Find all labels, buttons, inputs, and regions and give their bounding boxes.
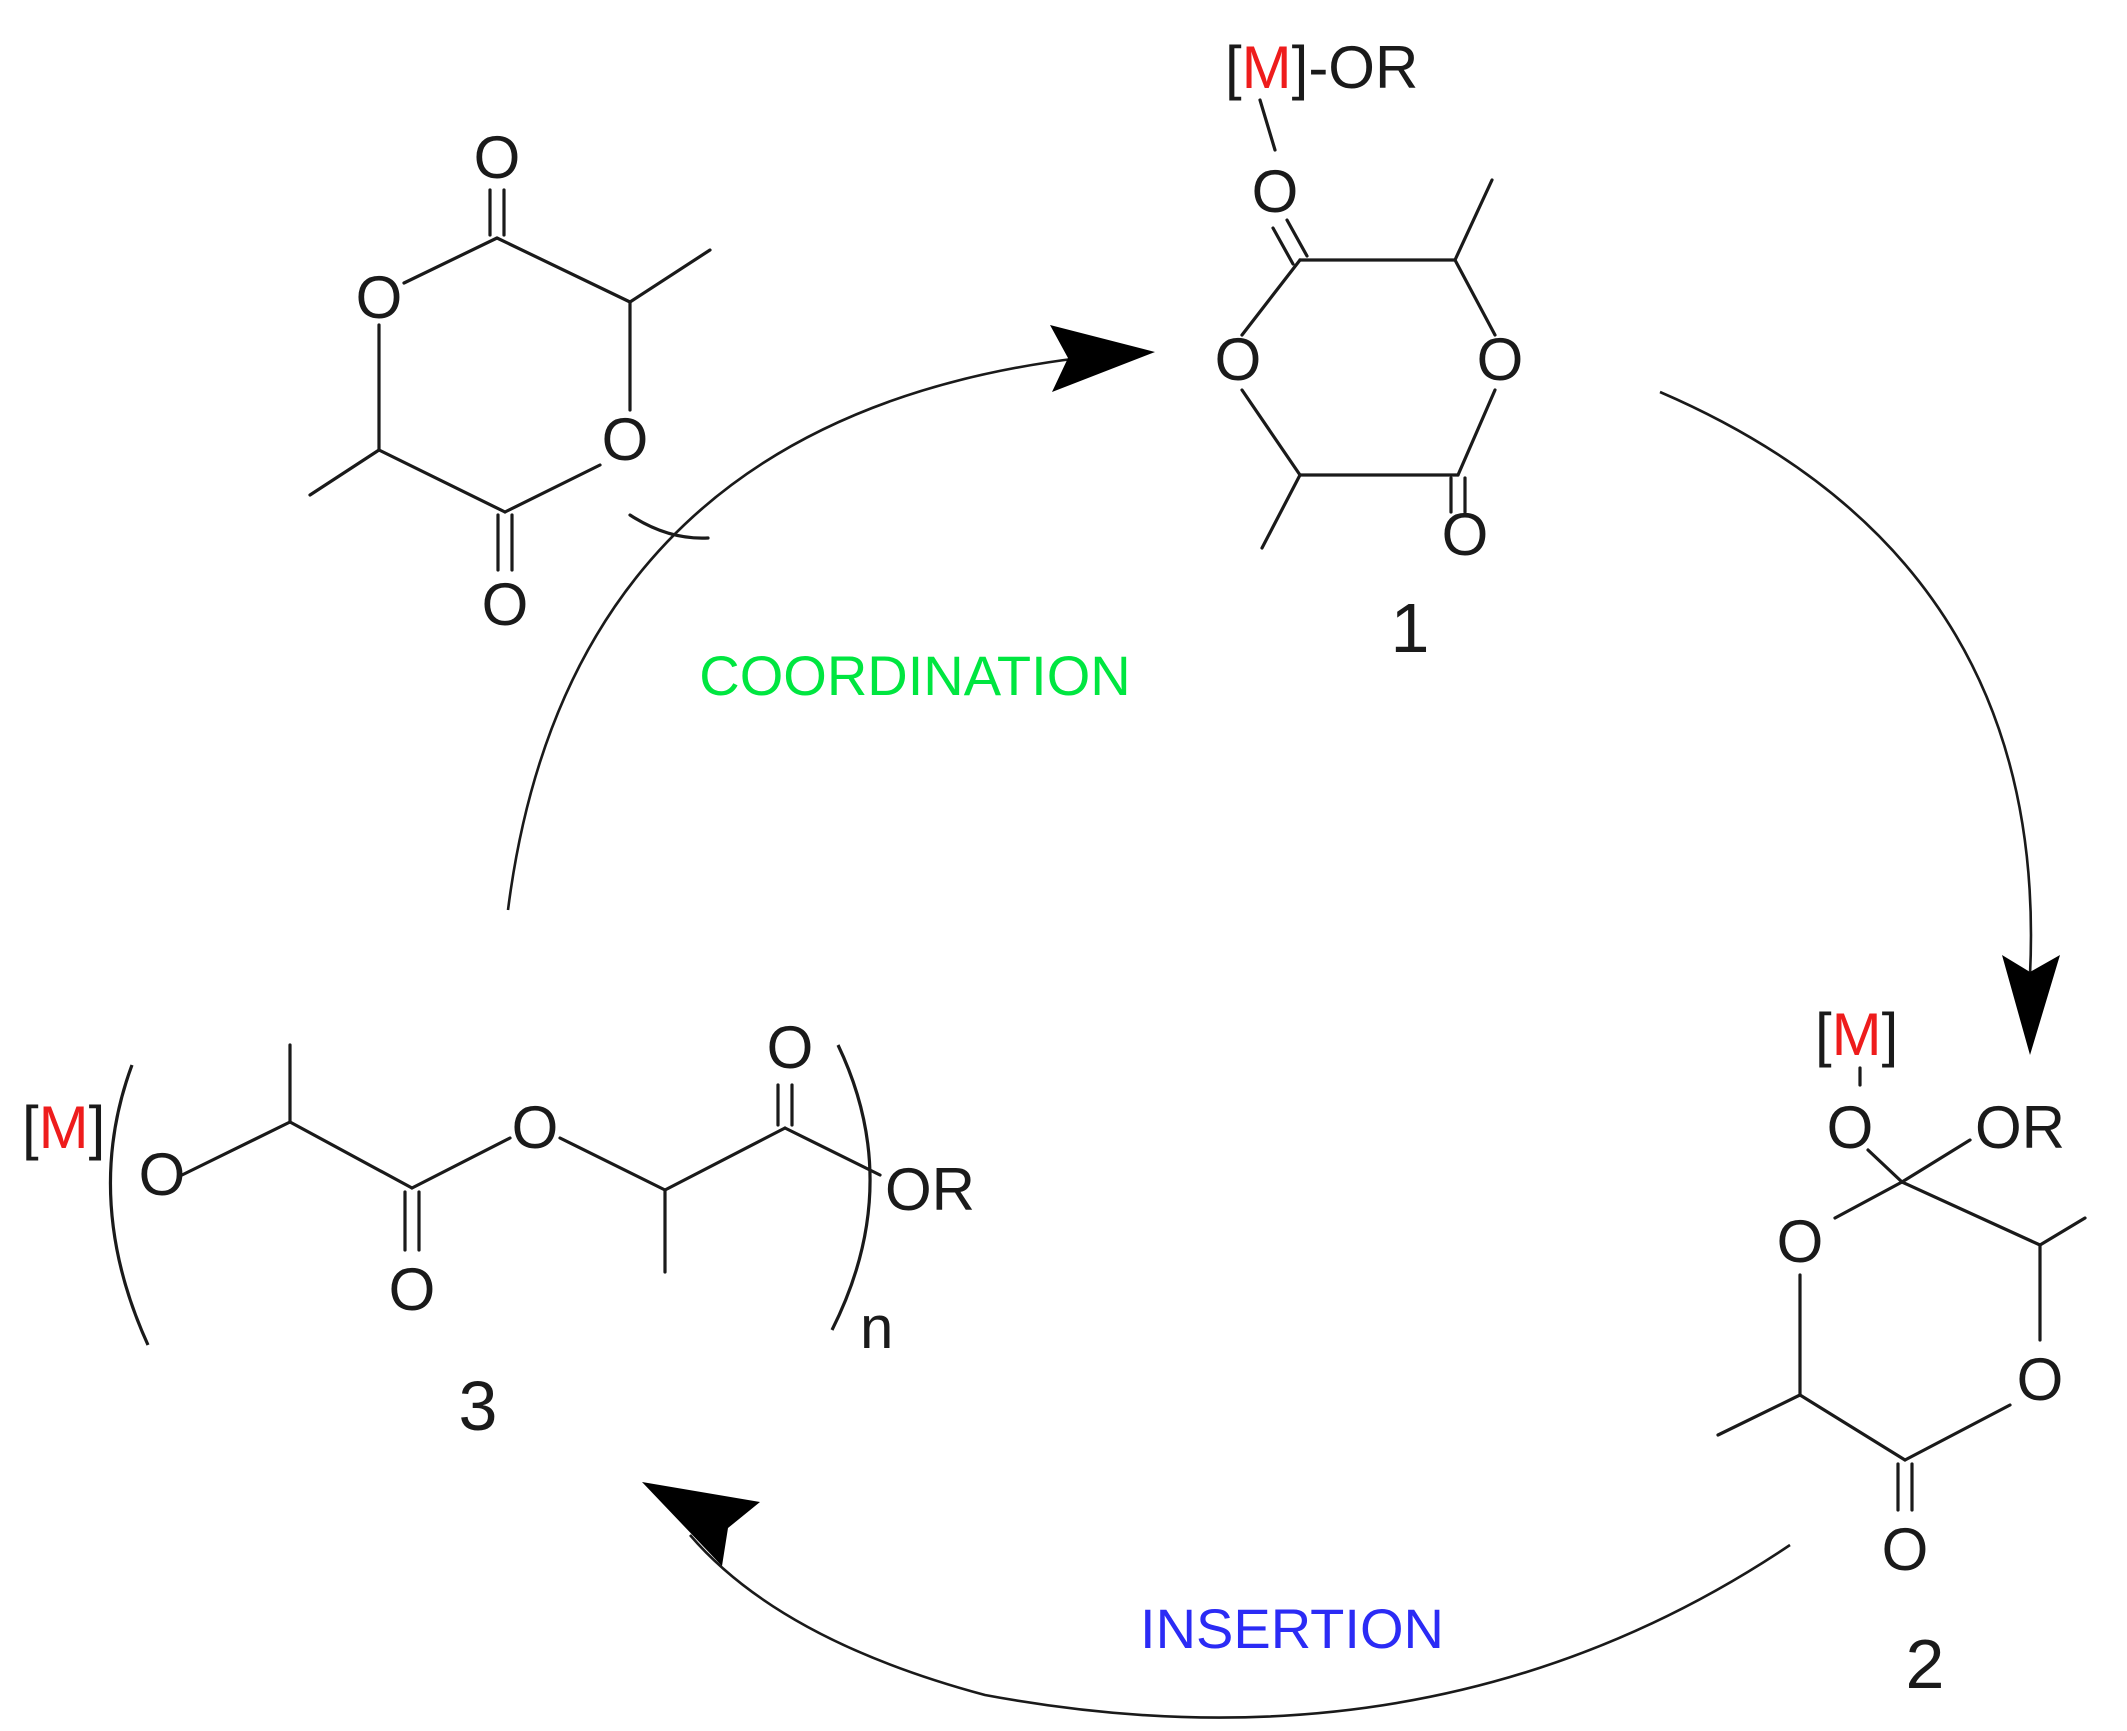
- coordination-arrow: [506, 325, 1155, 911]
- lactide-carbonyl-oxygen-bottom: O: [482, 571, 529, 638]
- coordination-arrowhead: [1050, 325, 1155, 392]
- insertion-step-arrow: [1659, 390, 2060, 1055]
- compound-2-carbonyl-oxygen: O: [1882, 1516, 1929, 1583]
- compound-3-ester-oxygen: O: [512, 1094, 559, 1161]
- compound-1-metal-label: [M]-OR: [1225, 34, 1418, 101]
- compound-2-or-group: OR: [1975, 1094, 2065, 1161]
- compound-1-ring-oxygen-left: O: [1215, 326, 1262, 393]
- compound-3-close-parenthesis: [830, 1044, 872, 1331]
- compound-1-carbonyl-oxygen: O: [1442, 501, 1489, 568]
- compound-3-structure: [M] O O O O OR n: [22, 1014, 975, 1361]
- compound-3-or-group: OR: [885, 1156, 975, 1223]
- insertion-step-arrowhead: [2002, 955, 2060, 1055]
- compound-2-ring-oxygen-left: O: [1777, 1208, 1824, 1275]
- return-arrow: [642, 1482, 1791, 1719]
- lactide-ring-oxygen-left: O: [356, 264, 403, 331]
- lactide-monomer: O O O O: [308, 124, 712, 638]
- compound-3-metal-label: [M]: [22, 1094, 105, 1161]
- compound-2-label: 2: [1906, 1625, 1945, 1703]
- compound-1-coordinated-oxygen: O: [1252, 158, 1299, 225]
- compound-3-carbonyl-oxygen-2: O: [767, 1014, 814, 1081]
- return-arrowhead: [642, 1482, 760, 1566]
- compound-2-metal-oxygen: O: [1827, 1094, 1874, 1161]
- compound-2-structure: [M] O OR O O O: [1716, 1001, 2087, 1583]
- compound-3-label: 3: [459, 1367, 498, 1445]
- compound-1-ring-oxygen-right: O: [1477, 326, 1524, 393]
- coordination-step-label: COORDINATION: [699, 644, 1130, 707]
- compound-1-label: 1: [1391, 589, 1430, 667]
- lactide-ring-oxygen-right: O: [602, 406, 649, 473]
- compound-3-open-parenthesis: [108, 1064, 150, 1346]
- compound-3-carbonyl-oxygen-1: O: [389, 1256, 436, 1323]
- compound-2-ring-oxygen-right: O: [2017, 1346, 2064, 1413]
- compound-3-repeat-n: n: [860, 1294, 893, 1361]
- compound-1-structure: [M]-OR O O O O: [1215, 34, 1524, 568]
- insertion-step-label: INSERTION: [1140, 1597, 1444, 1660]
- lactide-carbonyl-oxygen-top: O: [474, 124, 521, 191]
- compound-3-oxygen-1: O: [139, 1141, 186, 1208]
- compound-2-metal-label: [M]: [1815, 1001, 1898, 1068]
